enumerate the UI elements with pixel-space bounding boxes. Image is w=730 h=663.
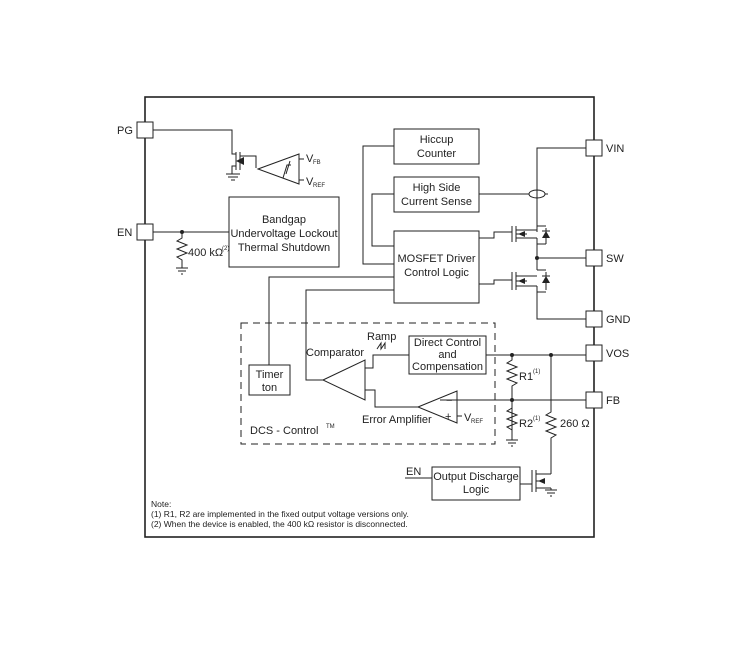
svg-text:Comparator: Comparator (306, 347, 364, 359)
svg-text:Undervoltage Lockout: Undervoltage Lockout (230, 228, 337, 240)
svg-text:High Side: High Side (413, 182, 461, 194)
svg-text:EN: EN (406, 466, 421, 478)
svg-text:FB: FB (313, 160, 321, 166)
svg-text:DCS - Control: DCS - Control (250, 425, 318, 437)
svg-text:Compensation: Compensation (412, 361, 483, 373)
svg-text:Error Amplifier: Error Amplifier (362, 414, 432, 426)
svg-text:VIN: VIN (606, 143, 624, 155)
direct-control-block: Direct Control and Compensation (408, 335, 487, 375)
pin-sw: SW (585, 249, 624, 267)
svg-text:Hiccup: Hiccup (420, 134, 454, 146)
svg-text:SW: SW (606, 253, 624, 265)
feedback-divider: R1 (1) R2 (1) (505, 355, 540, 447)
svg-text:FB: FB (606, 395, 620, 407)
mosfet-driver-block: MOSFET Driver Control Logic (393, 230, 480, 304)
svg-text:V: V (306, 153, 314, 165)
power-stage (479, 147, 586, 320)
svg-text:Timer: Timer (256, 369, 284, 381)
chip-outline (144, 96, 595, 538)
pin-vin: VIN (585, 139, 624, 157)
svg-text:Direct Control: Direct Control (414, 337, 481, 349)
svg-text:R2: R2 (519, 418, 533, 430)
control-wiring (362, 145, 548, 265)
dcs-labels: Comparator Ramp Error Amplifier (306, 331, 432, 426)
output-discharge-block: Output Discharge Logic (431, 466, 521, 501)
high-side-current-sense-block: High Side Current Sense (393, 176, 480, 213)
timer-block: Timer ton (248, 364, 291, 396)
svg-text:REF: REF (313, 183, 325, 189)
pin-en: EN (117, 223, 154, 241)
svg-text:and: and (438, 349, 456, 361)
dcs-control-label: DCS - Control TM (250, 424, 335, 437)
bandgap-uvlo-block: Bandgap Undervoltage Lockout Thermal Shu… (228, 196, 340, 268)
hiccup-counter-block: Hiccup Counter (393, 128, 480, 165)
svg-text:−: − (446, 395, 452, 407)
svg-text:(2): (2) (222, 246, 229, 252)
svg-text:MOSFET Driver: MOSFET Driver (397, 253, 475, 265)
pg-wiring (153, 129, 257, 181)
en-wiring: 400 kΩ (2) (153, 230, 229, 275)
svg-text:260 Ω: 260 Ω (560, 418, 590, 430)
svg-text:REF: REF (471, 419, 483, 425)
pg-comparator: V FB V REF (256, 153, 325, 189)
svg-text:Current Sense: Current Sense (401, 196, 472, 208)
dcs-wiring: − + V REF (268, 276, 586, 425)
svg-text:Output Discharge: Output Discharge (433, 471, 519, 483)
svg-text:V: V (306, 176, 314, 188)
svg-text:R1: R1 (519, 371, 533, 383)
svg-text:EN: EN (117, 227, 132, 239)
svg-text:Bandgap: Bandgap (262, 214, 306, 226)
svg-text:Thermal Shutdown: Thermal Shutdown (238, 242, 330, 254)
pin-gnd: GND (585, 310, 631, 328)
svg-text:+: + (445, 411, 451, 423)
svg-text:(1): (1) (533, 416, 540, 422)
svg-text:GND: GND (606, 314, 631, 326)
dcs-control-region (240, 322, 496, 445)
svg-text:V: V (464, 412, 472, 424)
pin-vos: VOS (585, 344, 629, 362)
pin-fb: FB (585, 391, 620, 409)
svg-text:Logic: Logic (463, 484, 490, 496)
output-discharge-wiring: EN 260 Ω (405, 355, 590, 497)
svg-text:VOS: VOS (606, 348, 629, 360)
notes: Note: (1) R1, R2 are implemented in the … (151, 499, 409, 529)
svg-text:TM: TM (326, 424, 335, 430)
svg-text:(2) When the device is enabled: (2) When the device is enabled, the 400 … (151, 519, 408, 529)
svg-text:Ramp: Ramp (367, 331, 396, 343)
svg-text:ton: ton (262, 382, 277, 394)
svg-text:Counter: Counter (417, 148, 456, 160)
svg-text:400 kΩ: 400 kΩ (188, 247, 223, 259)
svg-text:Note:: Note: (151, 499, 171, 509)
pin-pg: PG (117, 121, 154, 139)
svg-text:Control Logic: Control Logic (404, 267, 469, 279)
svg-text:(1): (1) (533, 369, 540, 375)
svg-text:PG: PG (117, 125, 133, 137)
svg-text:(1) R1, R2 are implemented in: (1) R1, R2 are implemented in the fixed … (151, 509, 409, 519)
